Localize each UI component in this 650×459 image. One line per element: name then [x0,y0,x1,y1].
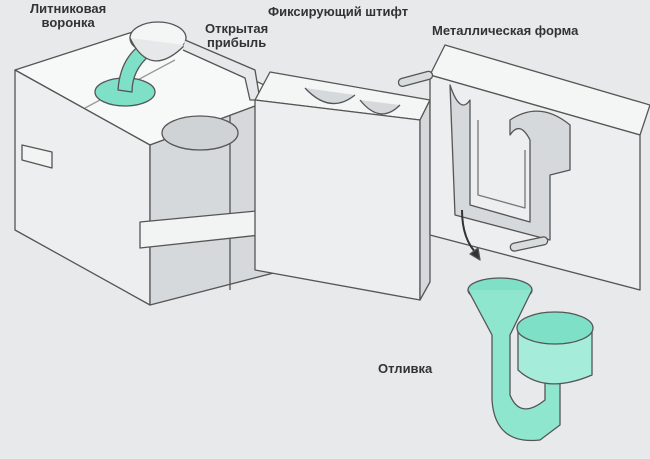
label-open-riser-line2: прибыль [207,35,267,50]
label-casting: Отливка [378,361,433,376]
casting [467,277,594,442]
label-open-riser: Открытая прибыль [205,22,268,50]
label-metal-mold: Металлическая форма [432,23,579,38]
label-open-riser-line1: Открытая [205,21,269,36]
metal-mold-half [397,44,650,291]
locating-pin-bottom [509,236,549,252]
open-riser-opening [161,115,239,151]
locating-pin-top [397,70,434,88]
label-sprue-cup: Литниковая воронка [30,2,106,30]
label-sprue-cup-line1: Литниковая [30,1,107,16]
ladle [117,21,261,101]
mold-core-plate [254,71,431,301]
label-sprue-cup-line2: воронка [41,15,95,30]
assembled-mold [14,27,289,306]
label-locating-pin: Фиксирующий штифт [268,4,409,19]
